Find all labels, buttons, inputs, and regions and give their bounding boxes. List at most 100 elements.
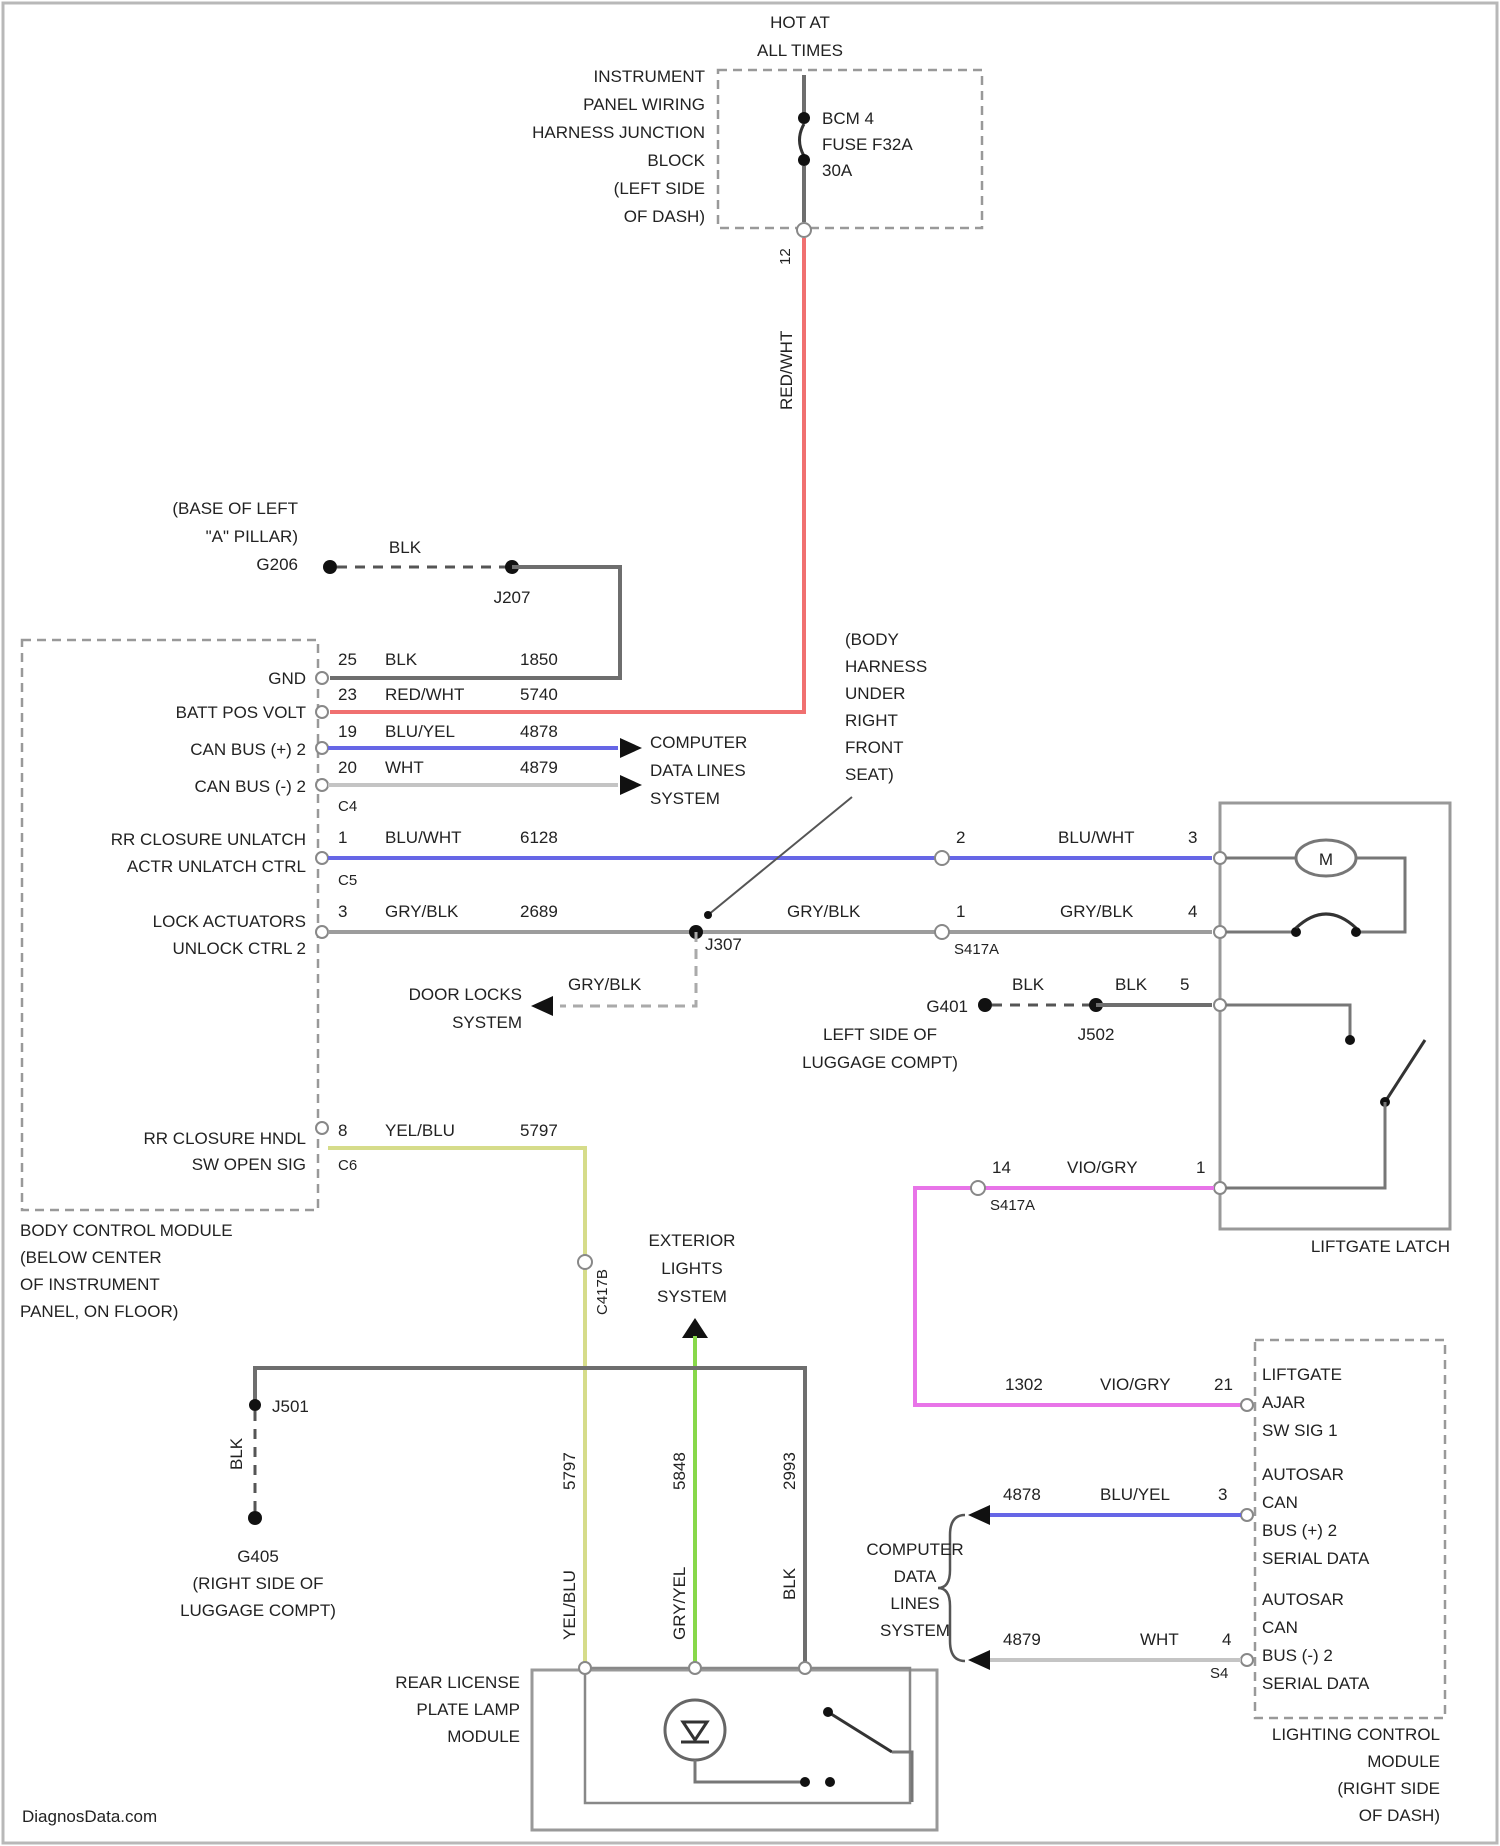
svg-text:AJAR: AJAR: [1262, 1393, 1305, 1412]
bcm-connector-c5: C5: [338, 872, 357, 889]
unlatch-circuit: 6128: [520, 828, 558, 847]
lcm-can-plus-pin: 3: [1218, 1485, 1227, 1504]
svg-text:BCM 4: BCM 4: [822, 109, 874, 128]
svg-text:LIGHTING CONTROL: LIGHTING CONTROL: [1272, 1725, 1440, 1744]
door-locks-label: DOOR LOCKS SYSTEM: [409, 985, 522, 1032]
svg-text:5797: 5797: [560, 1452, 579, 1490]
lcm-vio-pin: 21: [1214, 1375, 1233, 1394]
svg-text:RR CLOSURE UNLATCH: RR CLOSURE UNLATCH: [111, 830, 306, 849]
lamp-ground-wire: [255, 1368, 805, 1668]
svg-text:BUS (-) 2: BUS (-) 2: [1262, 1646, 1333, 1665]
lock-wire-color-mid: GRY/BLK: [787, 902, 861, 921]
svg-text:1850: 1850: [520, 650, 558, 669]
svg-text:SYSTEM: SYSTEM: [880, 1621, 950, 1640]
lamp-internal-lead: [695, 1760, 805, 1782]
svg-text:OF DASH): OF DASH): [1359, 1806, 1440, 1825]
lcm-can-minus-color: WHT: [1140, 1630, 1179, 1649]
svg-text:19: 19: [338, 722, 357, 741]
door-locks-branch-wire: [560, 932, 696, 1006]
lamp-module-label: REAR LICENSE PLATE LAMP MODULE: [395, 1673, 520, 1746]
svg-text:BODY CONTROL MODULE: BODY CONTROL MODULE: [20, 1221, 233, 1240]
svg-text:LIFTGATE: LIFTGATE: [1262, 1365, 1342, 1384]
lcm-ajar-label: LIFTGATE AJAR SW SIG 1: [1262, 1365, 1342, 1440]
lcm-can-minus-connector: S4: [1210, 1665, 1228, 1682]
svg-text:30A: 30A: [822, 161, 853, 180]
svg-text:LUGGAGE COMPT): LUGGAGE COMPT): [802, 1053, 958, 1072]
svg-text:5740: 5740: [520, 685, 558, 704]
svg-text:G405: G405: [237, 1547, 279, 1566]
unlatch-mid-pin: 2: [956, 828, 965, 847]
svg-text:YEL/BLU: YEL/BLU: [560, 1570, 579, 1640]
hndl-wire-color: YEL/BLU: [385, 1121, 455, 1140]
can-minus-arrow: [620, 775, 642, 795]
unlatch-wire-color-right: BLU/WHT: [1058, 828, 1135, 847]
g401-wire-color-b: BLK: [1115, 975, 1148, 994]
svg-text:BLK: BLK: [385, 650, 418, 669]
ajar-wire-color-top: VIO/GRY: [1067, 1158, 1138, 1177]
svg-text:(BASE OF LEFT: (BASE OF LEFT: [172, 499, 298, 518]
svg-text:SEAT): SEAT): [845, 765, 894, 784]
lcm-can-plus-label: AUTOSAR CAN BUS (+) 2 SERIAL DATA: [1262, 1465, 1370, 1568]
c417b-label: C417B: [594, 1269, 611, 1315]
svg-text:UNDER: UNDER: [845, 684, 905, 703]
bcm-ground-wire: [330, 567, 620, 678]
lcm-can-minus-arrow: [968, 1650, 990, 1670]
svg-text:FRONT: FRONT: [845, 738, 904, 757]
body-harness-leader-tip: [704, 911, 712, 919]
fuse-icon: [800, 124, 805, 156]
lcm-name-label: LIGHTING CONTROL MODULE (RIGHT SIDE OF D…: [1272, 1725, 1440, 1825]
ajar-signal-wire: [915, 1188, 1245, 1405]
bcm-hndl-label: RR CLOSURE HNDL SW OPEN SIG: [144, 1129, 306, 1174]
svg-text:RR CLOSURE HNDL: RR CLOSURE HNDL: [144, 1129, 306, 1148]
svg-text:AUTOSAR: AUTOSAR: [1262, 1465, 1344, 1484]
lamp-switch-contact-a: [800, 1777, 810, 1787]
svg-text:20: 20: [338, 758, 357, 777]
latch-pin-5: 5: [1180, 975, 1189, 994]
svg-text:SYSTEM: SYSTEM: [657, 1287, 727, 1306]
lock-switch-contact-right: [1351, 927, 1361, 937]
svg-text:EXTERIOR: EXTERIOR: [649, 1231, 736, 1250]
ajar-switch-output-lead: [1226, 1102, 1385, 1188]
ajar-inline-connector: [971, 1181, 985, 1195]
exterior-lights-arrow: [682, 1318, 708, 1338]
svg-text:BATT POS VOLT: BATT POS VOLT: [176, 703, 306, 722]
j501-label: J501: [272, 1397, 309, 1416]
door-locks-wire-color: GRY/BLK: [568, 975, 642, 994]
bcm-name-label: BODY CONTROL MODULE (BELOW CENTER OF INS…: [20, 1221, 233, 1321]
latch-pin-1: 1: [1196, 1158, 1205, 1177]
bcm-lock-label: LOCK ACTUATORS UNLOCK CTRL 2: [153, 912, 306, 958]
lamp-switch-contact-b: [825, 1777, 835, 1787]
lcm-vio-color: VIO/GRY: [1100, 1375, 1171, 1394]
j307-label: J307: [705, 935, 742, 954]
latch-pin-3: 3: [1188, 828, 1197, 847]
svg-text:ACTR UNLATCH CTRL: ACTR UNLATCH CTRL: [127, 857, 306, 876]
lcm-can-minus-circuit: 4879: [1003, 1630, 1041, 1649]
svg-text:PANEL, ON FLOOR): PANEL, ON FLOOR): [20, 1302, 178, 1321]
lamp-wire-labels: 5797 YEL/BLU 5848 GRY/YEL 2993 BLK: [560, 1452, 799, 1640]
g206-label: (BASE OF LEFT "A" PILLAR) G206: [172, 499, 298, 574]
jb-pin-number: 12: [777, 248, 794, 265]
liftgate-latch-label: LIFTGATE LATCH: [1311, 1237, 1450, 1256]
svg-text:2993: 2993: [780, 1452, 799, 1490]
svg-text:LEFT SIDE OF: LEFT SIDE OF: [823, 1025, 937, 1044]
ajar-switch-icon: [1385, 1040, 1425, 1102]
lock-wire-color: GRY/BLK: [385, 902, 459, 921]
g401-label: G401: [926, 997, 968, 1016]
svg-text:HARNESS JUNCTION: HARNESS JUNCTION: [532, 123, 705, 142]
lcm-vio-circuit: 1302: [1005, 1375, 1043, 1394]
svg-text:SYSTEM: SYSTEM: [650, 789, 720, 808]
all-times-label: ALL TIMES: [757, 41, 843, 60]
g405-wire-color: BLK: [227, 1437, 246, 1470]
svg-text:SW SIG 1: SW SIG 1: [1262, 1421, 1338, 1440]
body-harness-label: (BODY HARNESS UNDER RIGHT FRONT SEAT): [845, 630, 927, 784]
svg-text:CAN: CAN: [1262, 1493, 1298, 1512]
computer-data-lines-bottom: COMPUTER DATA LINES SYSTEM: [866, 1540, 963, 1640]
svg-text:AUTOSAR: AUTOSAR: [1262, 1590, 1344, 1609]
hndl-switch-wire: [328, 1148, 585, 1668]
lcm-can-plus-arrow: [968, 1505, 990, 1525]
svg-text:PLATE LAMP: PLATE LAMP: [416, 1700, 520, 1719]
svg-text:(RIGHT SIDE: (RIGHT SIDE: [1337, 1779, 1440, 1798]
svg-text:COMPUTER: COMPUTER: [650, 733, 747, 752]
j501-splice: [249, 1399, 261, 1411]
svg-text:RED/WHT: RED/WHT: [385, 685, 464, 704]
